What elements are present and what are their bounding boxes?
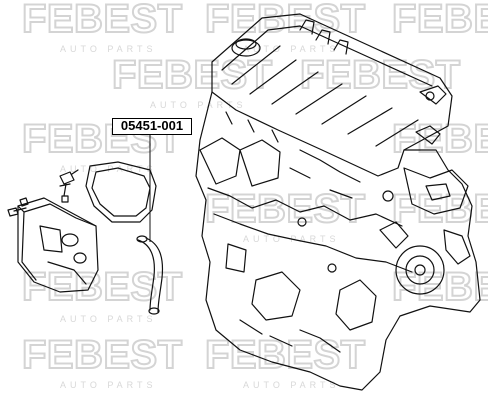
breather-hose: [137, 237, 164, 313]
watermark-tagline: AUTO PARTS: [60, 44, 157, 54]
watermark-brand: FEBEST: [392, 0, 488, 41]
engine-valve-cover: [211, 13, 453, 177]
pcv-valve: [59, 169, 79, 197]
watermark-layer: FEBEST AUTO PARTS FEBEST AUTO PARTS FEBE…: [21, 0, 488, 390]
watermark-tagline: AUTO PARTS: [243, 44, 340, 54]
watermark-brand: FEBEST: [22, 333, 182, 377]
watermark-brand: FEBEST: [205, 333, 365, 377]
watermark-brand: FEBEST: [392, 187, 488, 231]
watermark-brand: FEBEST: [205, 0, 365, 41]
engine-assembly: [195, 13, 481, 391]
watermark-brand: FEBEST: [392, 265, 488, 309]
engine-block-body: [195, 91, 481, 391]
breather-assembly: [7, 161, 164, 315]
engine-valve-cover-ridge: [221, 25, 433, 147]
watermark-brand: FEBEST: [22, 0, 182, 41]
watermark-tagline: AUTO PARTS: [150, 100, 247, 110]
watermark-brand: FEBEST: [300, 53, 460, 97]
watermark-brand: FEBEST: [112, 53, 272, 97]
engine-pulley: [395, 245, 445, 295]
watermark-tagline: AUTO PARTS: [60, 380, 157, 390]
watermark-brand: FEBEST: [392, 117, 488, 161]
bolt: [7, 207, 27, 217]
oil-filler-cap: [231, 39, 261, 57]
oil-separator-housing: [17, 197, 99, 293]
watermark-tagline: AUTO PARTS: [243, 380, 340, 390]
breather-gasket: [85, 161, 157, 223]
part-number-callout: 05451-001: [112, 118, 192, 135]
watermark-tagline: AUTO PARTS: [60, 164, 157, 174]
watermark-tagline: AUTO PARTS: [60, 314, 157, 324]
